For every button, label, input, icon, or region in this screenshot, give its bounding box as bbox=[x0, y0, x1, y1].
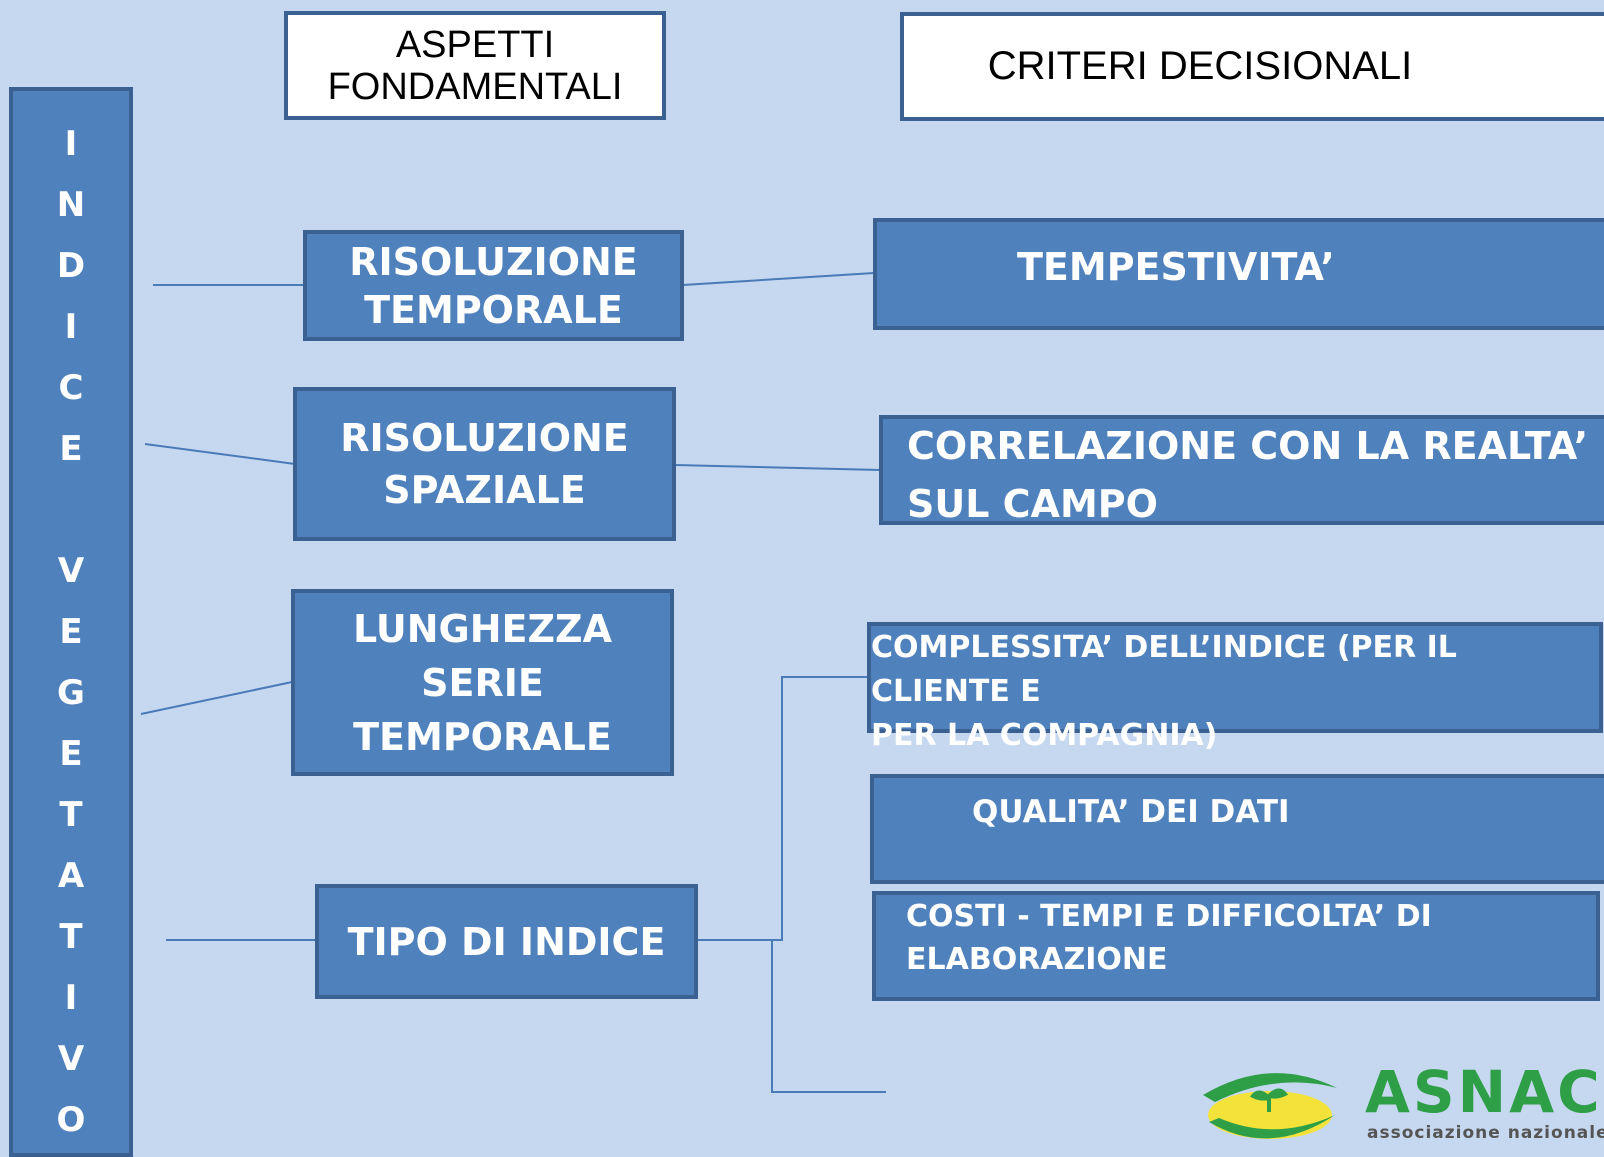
connector-spaziale-correlazione bbox=[674, 464, 881, 471]
aspetti-fondamentali-header: ASPETTI FONDAMENTALI bbox=[284, 11, 666, 120]
side-bar-letter: T bbox=[59, 795, 83, 835]
risoluzione-spaziale-line1: RISOLUZIONE bbox=[340, 416, 629, 460]
asnaco-logo: ASNACO associazione nazionale bbox=[1195, 1060, 1604, 1145]
side-bar-letter: T bbox=[59, 917, 83, 957]
risoluzione-temporale-line1: RISOLUZIONE bbox=[349, 239, 638, 284]
logo-name: ASNACO bbox=[1365, 1060, 1604, 1126]
lunghezza-serie-line2: SERIE bbox=[421, 660, 544, 705]
connector-bar-spaziale bbox=[144, 443, 296, 465]
correlazione-box: CORRELAZIONE CON LA REALTA’ SUL CAMPO bbox=[879, 415, 1604, 525]
aspetti-header-line2: FONDAMENTALI bbox=[327, 65, 623, 108]
asnaco-emblem bbox=[1203, 1073, 1337, 1139]
costi-line1: COSTI - TEMPI E DIFFICOLTA’ DI bbox=[906, 899, 1432, 934]
side-bar-letter: V bbox=[57, 1039, 85, 1079]
side-bar-letter: E bbox=[59, 429, 83, 469]
side-bar-letter: A bbox=[57, 856, 85, 896]
side-bar-letter: C bbox=[58, 368, 84, 408]
side-bar-letter: E bbox=[59, 734, 83, 774]
correlazione-line1: CORRELAZIONE CON LA REALTA’ bbox=[907, 424, 1589, 468]
connector-temporale-tempestivita bbox=[682, 272, 875, 286]
side-bar-letter: O bbox=[56, 1100, 86, 1140]
risoluzione-spaziale-line2: SPAZIALE bbox=[383, 468, 586, 512]
risoluzione-temporale-box: RISOLUZIONE TEMPORALE bbox=[303, 230, 684, 341]
risoluzione-temporale-line2: TEMPORALE bbox=[364, 287, 623, 332]
criteri-header-text: CRITERI DECISIONALI bbox=[987, 44, 1413, 88]
side-bar-letter: N bbox=[56, 185, 86, 225]
connector-tipo-complessita bbox=[697, 676, 868, 941]
side-bar-letter: I bbox=[64, 307, 78, 347]
correlazione-line2: SUL CAMPO bbox=[907, 482, 1158, 525]
side-bar-letter: D bbox=[56, 246, 86, 286]
complessita-line2: PER LA COMPAGNIA) bbox=[871, 718, 1218, 753]
tempestivita-text: TEMPESTIVITA’ bbox=[1017, 245, 1335, 289]
risoluzione-spaziale-box: RISOLUZIONE SPAZIALE bbox=[293, 387, 676, 541]
logo-tagline: associazione nazionale bbox=[1367, 1123, 1604, 1143]
tipo-di-indice-text: TIPO DI INDICE bbox=[347, 919, 666, 964]
tipo-di-indice-box: TIPO DI INDICE bbox=[315, 884, 698, 999]
side-bar-letter: E bbox=[59, 612, 83, 652]
lunghezza-serie-box: LUNGHEZZA SERIE TEMPORALE bbox=[291, 589, 674, 776]
tempestivita-box: TEMPESTIVITA’ bbox=[873, 218, 1604, 330]
lunghezza-serie-line1: LUNGHEZZA bbox=[353, 606, 612, 651]
aspetti-header-line1: ASPETTI bbox=[395, 23, 555, 66]
side-bar-letter: I bbox=[64, 124, 78, 164]
connector-tipo-bottom bbox=[697, 939, 886, 1093]
complessita-box: COMPLESSITA’ DELL’INDICE (PER IL CLIENTE… bbox=[867, 622, 1603, 753]
side-bar-letter: V bbox=[57, 551, 85, 591]
complessita-line1: COMPLESSITA’ DELL’INDICE (PER IL CLIENTE… bbox=[871, 630, 1457, 709]
lunghezza-serie-line3: TEMPORALE bbox=[353, 714, 612, 759]
costi-box: COSTI - TEMPI E DIFFICOLTA’ DI ELABORAZI… bbox=[872, 891, 1600, 1001]
criteri-decisionali-header: CRITERI DECISIONALI bbox=[900, 12, 1604, 121]
qualita-text: QUALITA’ DEI DATI bbox=[972, 794, 1290, 830]
costi-line2: ELABORAZIONE bbox=[906, 942, 1168, 977]
qualita-box: QUALITA’ DEI DATI bbox=[870, 774, 1604, 884]
connector-bar-lunghezza bbox=[140, 681, 293, 715]
side-bar-letter: I bbox=[64, 978, 78, 1018]
side-bar-letter: G bbox=[57, 673, 85, 713]
